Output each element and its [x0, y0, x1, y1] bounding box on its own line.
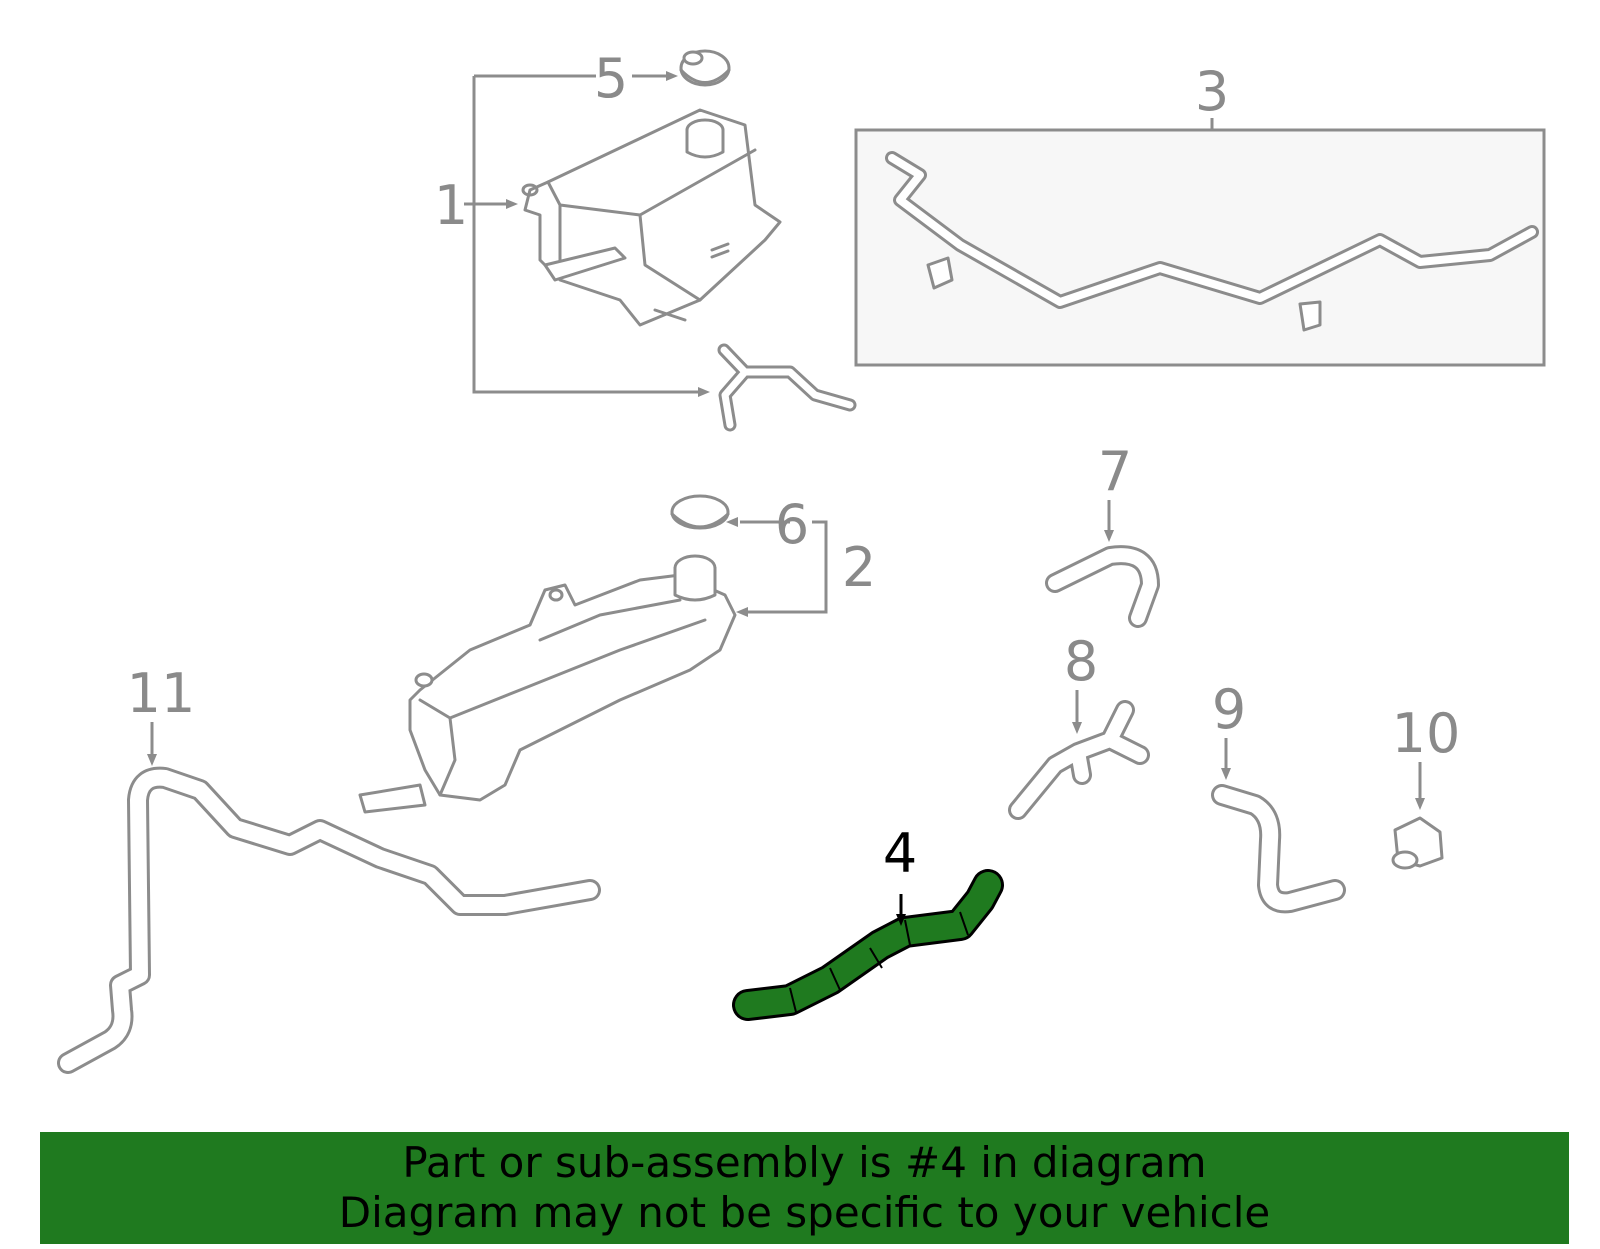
- part-9-hose[interactable]: [1211, 784, 1346, 914]
- callout-1: 1: [434, 174, 468, 237]
- arrow-8: [1072, 722, 1082, 734]
- callout-11: 11: [127, 662, 196, 725]
- callout-5: 5: [594, 47, 628, 110]
- arrow-10: [1415, 798, 1425, 810]
- part-4-hose-highlighted[interactable]: [732, 869, 1004, 1021]
- arrow-1-hose: [698, 387, 710, 397]
- part-7-hose[interactable]: [1045, 545, 1160, 628]
- part-3-tube[interactable]: [885, 151, 1539, 332]
- callout-7: 7: [1098, 440, 1132, 503]
- part-6-cap[interactable]: [670, 494, 730, 530]
- part-5-cap[interactable]: [679, 49, 731, 87]
- part-1-hose[interactable]: [717, 343, 857, 432]
- banner-line-1: Part or sub-assembly is #4 in diagram: [402, 1138, 1207, 1187]
- callout-2: 2: [842, 536, 876, 599]
- arrow-5: [666, 71, 678, 81]
- bracket-2: [740, 520, 828, 614]
- callout-4: 4: [883, 822, 917, 885]
- callout-6: 6: [775, 493, 809, 556]
- arrow-11: [147, 754, 157, 766]
- part-8-hose[interactable]: [1008, 700, 1150, 820]
- part-2-tank[interactable]: [358, 554, 737, 814]
- part-11-hose[interactable]: [57, 766, 601, 1074]
- callout-10: 10: [1392, 702, 1461, 765]
- callout-9: 9: [1212, 678, 1246, 741]
- arrow-7: [1104, 530, 1114, 542]
- arrow-1: [506, 199, 518, 209]
- bracket-1: [472, 76, 700, 394]
- banner-line-2: Diagram may not be specific to your vehi…: [338, 1188, 1271, 1237]
- callout-8: 8: [1064, 630, 1098, 693]
- arrow-9: [1221, 768, 1231, 780]
- part-1-reservoir[interactable]: [521, 108, 782, 327]
- callout-3: 3: [1195, 60, 1229, 123]
- info-banner: Part or sub-assembly is #4 in diagram Di…: [40, 1132, 1569, 1244]
- part-10-connector[interactable]: [1391, 816, 1444, 870]
- arrow-6: [726, 517, 738, 527]
- arrow-4: [896, 914, 906, 926]
- arrow-2: [736, 607, 748, 617]
